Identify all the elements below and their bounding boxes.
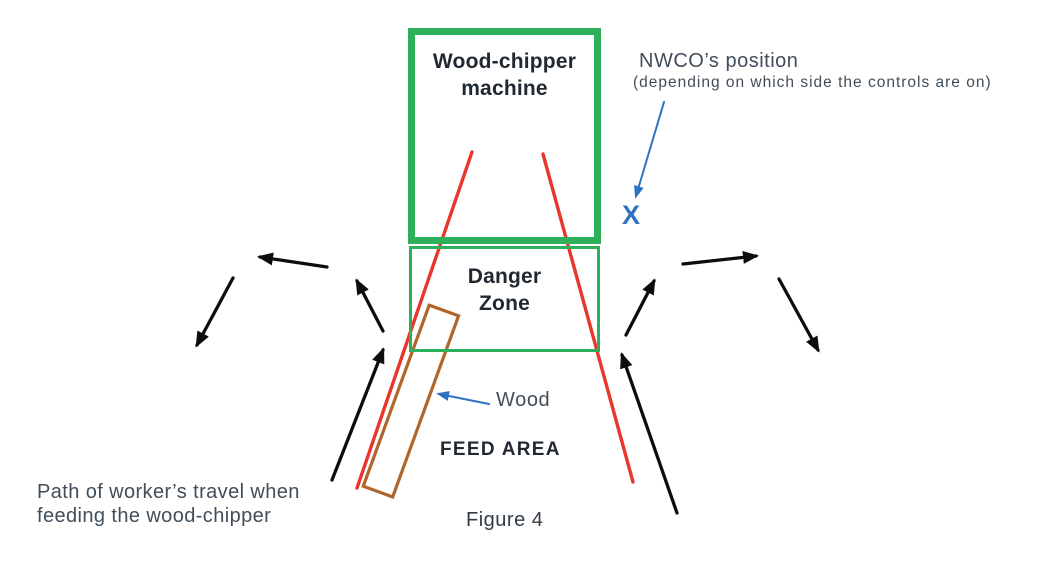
danger-boundary-line-right [541,152,635,484]
wood-chipper-machine-box: Wood-chipper machine [408,28,601,244]
worker-path-arrow-left-retreat [195,276,235,348]
nwco-position-title: NWCO’s position [639,50,799,72]
nwco-position-label: NWCO’s position (depending on which side… [633,49,992,92]
nwco-pointer-arrow [634,101,665,199]
nwco-position-subtitle: (depending on which side the controls ar… [633,74,992,91]
wood-pointer-arrow [436,391,490,405]
figure-caption: Figure 4 [466,509,544,531]
worker-path-arrow-right-out [681,250,759,266]
worker-path-arrow-right-up [624,278,656,337]
feed-area-label: FEED AREA [440,439,561,460]
danger-zone-label: Danger Zone [467,265,542,315]
worker-path-arrow-right-retreat [777,277,820,353]
worker-path-arrow-left-out [257,252,329,269]
nwco-position-marker: X [621,200,640,230]
worker-path-label: Path of worker’s travel when feeding the… [37,481,300,527]
worker-path-arrow-left-up [355,278,385,333]
worker-path-arrow-right-approach [620,352,679,515]
wood-piece [361,303,461,499]
wood-label: Wood [496,389,551,411]
worker-path-arrow-left-approach [330,347,385,482]
machine-label: Wood-chipper machine [432,50,577,100]
danger-boundary-line-left [355,150,474,490]
danger-zone-box: Danger Zone [409,246,600,352]
